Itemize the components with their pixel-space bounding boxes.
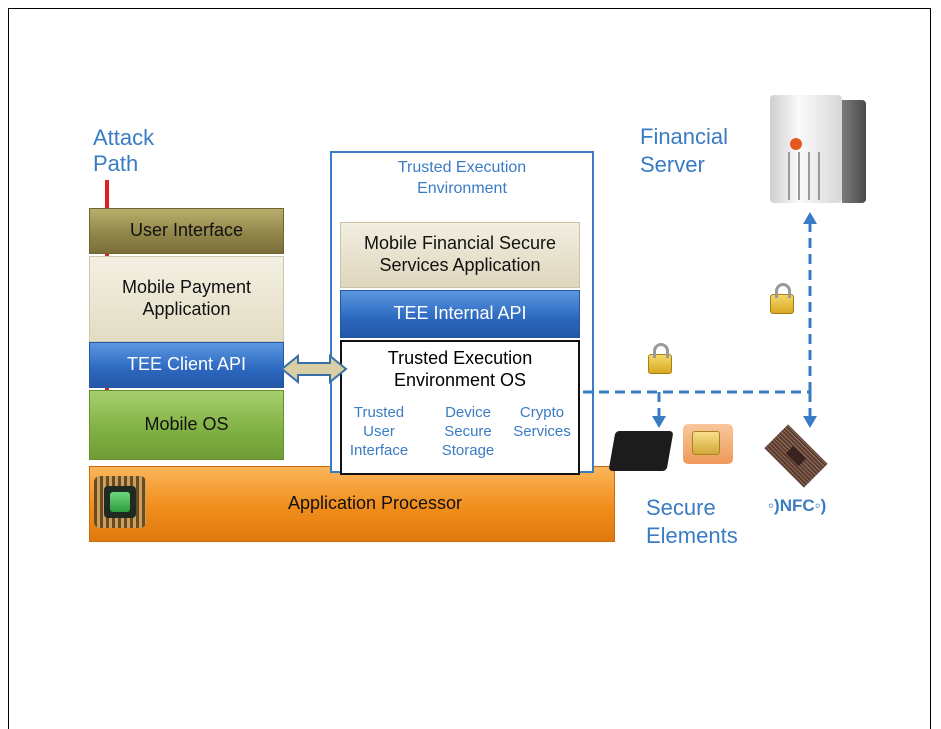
nfc-wave-right: ◦) [814,496,827,515]
diagram-frame [8,8,931,729]
tee-os-box [340,340,580,475]
server-vent [798,152,800,200]
service-device-secure-storage: Device Secure Storage [441,404,495,459]
mobile-financial-secure-services-app: Mobile Financial Secure Services Applica… [340,222,580,288]
double-arrow [280,353,348,385]
sim-chip-contacts [692,431,720,455]
secure-elements-label: Secure Elements [646,495,738,548]
application-processor-label: Application Processor [287,493,463,514]
server-vent [808,152,810,200]
attack-path-label: Attack Path [93,125,155,177]
server-icon-side [842,100,866,203]
tee-internal-api-label: TEE Internal API [393,303,527,324]
mobile-os-layer: Mobile OS [89,390,284,460]
server-vent [788,152,790,200]
tee-internal-api-layer: TEE Internal API [340,290,580,338]
server-icon [770,95,842,203]
financial-server-label: Financial Server [640,124,729,177]
lock-icon [770,283,794,314]
server-power-light [790,138,802,150]
server-vent [818,152,820,200]
mobile-payment-app-layer: Mobile Payment Application [89,256,284,342]
service-crypto-services: Crypto Services [513,404,571,440]
tee-title: Trusted Execution Environment [397,159,527,197]
service-trusted-user-interface: Trusted User Interface [349,404,409,459]
user-interface-label: User Interface [129,220,244,241]
lock-icon [648,343,672,374]
processor-die [110,492,130,512]
nfc-wave-left: ◦) [768,496,780,515]
chip-icon [608,431,674,471]
tee-client-api-label: TEE Client API [126,354,247,375]
user-interface-layer: User Interface [89,208,284,254]
nfc-label: ◦)NFC◦) [768,496,826,516]
mobile-payment-app-label: Mobile Payment Application [121,277,252,319]
tee-os-title: Trusted Execution Environment OS [387,348,533,390]
mfs-app-label: Mobile Financial Secure Services Applica… [363,233,557,275]
mobile-os-label: Mobile OS [144,414,229,435]
nfc-text: NFC [779,496,815,515]
tee-client-api-layer: TEE Client API [89,342,284,388]
